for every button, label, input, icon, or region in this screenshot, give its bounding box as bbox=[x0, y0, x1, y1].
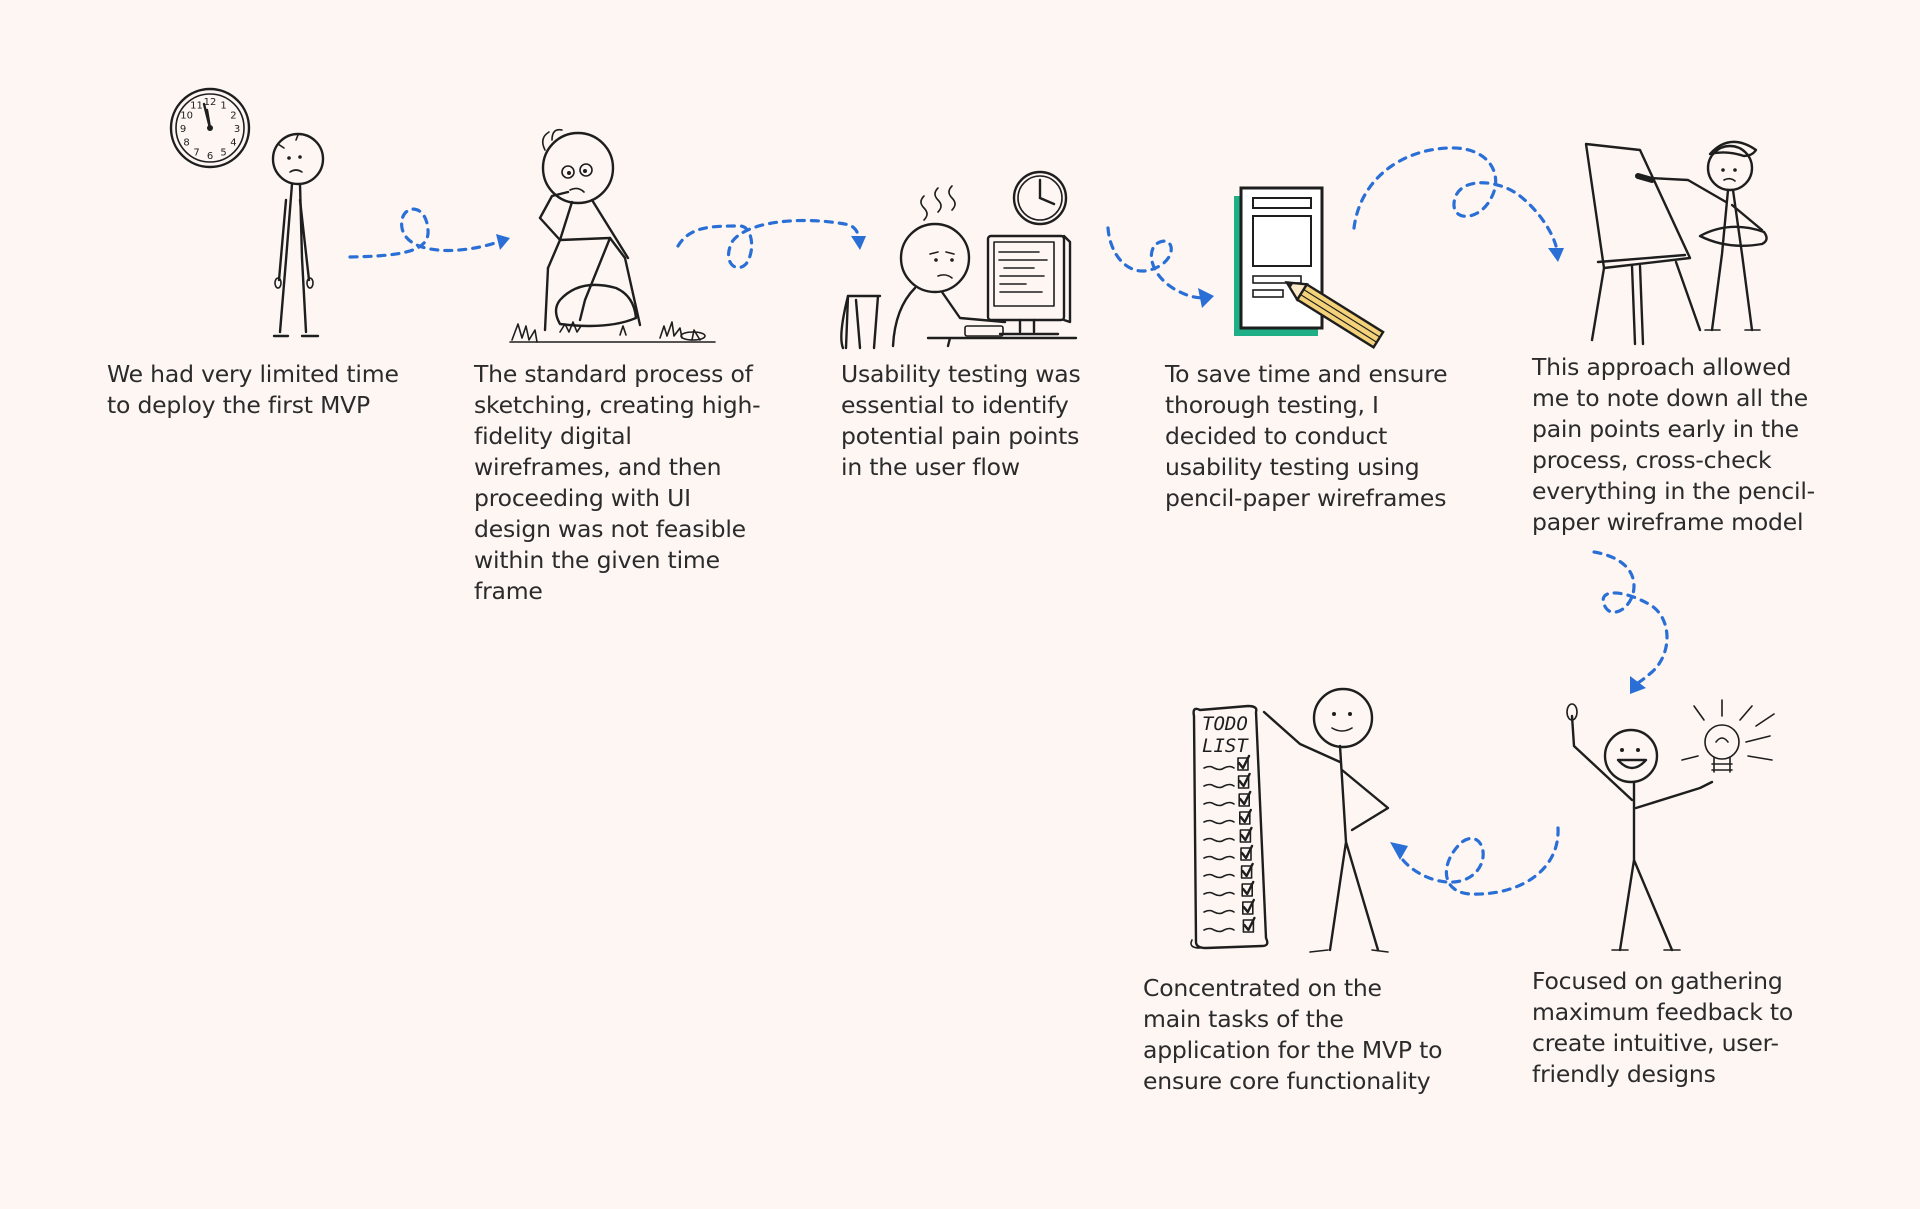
clock-numeral: 7 bbox=[193, 147, 199, 158]
todo-item-line bbox=[1203, 891, 1235, 897]
wall-clock-icon bbox=[1012, 170, 1068, 226]
todo-item-line bbox=[1203, 801, 1235, 807]
happy-figure-with-lightbulb bbox=[1566, 699, 1775, 952]
clock-numeral: 4 bbox=[230, 138, 236, 149]
lightbulb-icon bbox=[1681, 699, 1775, 773]
check-icon bbox=[1237, 754, 1251, 770]
clock-numeral: 1 bbox=[220, 101, 226, 112]
todo-checkbox bbox=[1240, 847, 1252, 861]
thinking-stick-figure-on-rock bbox=[509, 128, 716, 343]
step-4-caption: To save time and ensure thorough testing… bbox=[1165, 360, 1448, 512]
todo-checkbox bbox=[1237, 775, 1250, 789]
step-5-caption: This approach allowed me to note down al… bbox=[1532, 353, 1815, 536]
clock-numeral: 3 bbox=[234, 124, 240, 135]
check-icon bbox=[1239, 790, 1252, 806]
todo-item-line bbox=[1203, 927, 1235, 933]
step-6-caption: Focused on gathering maximum feedback to… bbox=[1532, 967, 1794, 1088]
todo-checkbox bbox=[1239, 829, 1252, 843]
step-3-caption: Usability testing was essential to ident… bbox=[841, 360, 1081, 481]
arrow-step-5-to-6 bbox=[1592, 550, 1669, 694]
todo-item-line bbox=[1203, 855, 1235, 861]
todo-list-title: TODO bbox=[1202, 713, 1248, 735]
todo-checkbox bbox=[1241, 883, 1253, 897]
todo-item-line bbox=[1203, 819, 1235, 825]
todo-list-subtitle: LIST bbox=[1202, 735, 1249, 757]
arrow-step-2-to-3 bbox=[676, 218, 866, 270]
check-icon bbox=[1240, 844, 1254, 860]
todo-checkbox bbox=[1239, 811, 1251, 825]
todo-item-line bbox=[1203, 909, 1235, 915]
arrow-step-6-to-7 bbox=[1390, 826, 1560, 896]
todo-checkbox bbox=[1242, 919, 1255, 933]
clock-numeral: 11 bbox=[190, 101, 203, 112]
todo-item-line bbox=[1203, 837, 1235, 843]
clock-numeral: 2 bbox=[230, 111, 236, 122]
check-icon bbox=[1239, 808, 1252, 824]
todo-item-line bbox=[1203, 873, 1235, 879]
clock-numeral: 9 bbox=[180, 124, 186, 135]
todo-checkbox bbox=[1240, 865, 1253, 879]
figure-holding-todo-list: TODO LIST bbox=[1190, 687, 1390, 953]
arrow-step-1-to-2 bbox=[348, 207, 510, 259]
flow-arrows bbox=[348, 146, 1669, 896]
clock-numeral: 12 bbox=[204, 97, 217, 108]
todo-checklist bbox=[1203, 754, 1256, 933]
todo-checkbox bbox=[1237, 757, 1249, 771]
paper-wireframe-and-pencil bbox=[1234, 186, 1385, 349]
clock-numeral: 8 bbox=[183, 138, 189, 149]
stressed-figure-at-computer bbox=[840, 170, 1078, 350]
check-icon bbox=[1240, 826, 1253, 842]
todo-item-line bbox=[1203, 765, 1235, 771]
arrow-step-4-to-5 bbox=[1352, 146, 1564, 262]
check-icon bbox=[1238, 772, 1251, 788]
clock-numeral: 6 bbox=[207, 151, 213, 162]
step-7-caption: Concentrated on the main tasks of the ap… bbox=[1143, 974, 1443, 1095]
todo-checkbox bbox=[1242, 901, 1254, 915]
painter-at-easel bbox=[1584, 140, 1768, 346]
check-icon bbox=[1241, 862, 1254, 878]
pencil-icon bbox=[1284, 281, 1385, 349]
check-icon bbox=[1242, 898, 1255, 914]
check-icon bbox=[1243, 916, 1256, 932]
worried-stick-figure bbox=[271, 132, 325, 338]
step-2-caption: The standard process of sketching, creat… bbox=[474, 360, 761, 605]
clock-numeral: 10 bbox=[180, 111, 193, 122]
todo-item-line bbox=[1203, 783, 1235, 789]
todo-checkbox bbox=[1238, 793, 1250, 807]
check-icon bbox=[1242, 880, 1255, 896]
clock-numeral: 5 bbox=[220, 147, 226, 158]
arrow-step-3-to-4 bbox=[1106, 226, 1214, 308]
step-1-caption: We had very limited time to deploy the f… bbox=[107, 360, 399, 419]
